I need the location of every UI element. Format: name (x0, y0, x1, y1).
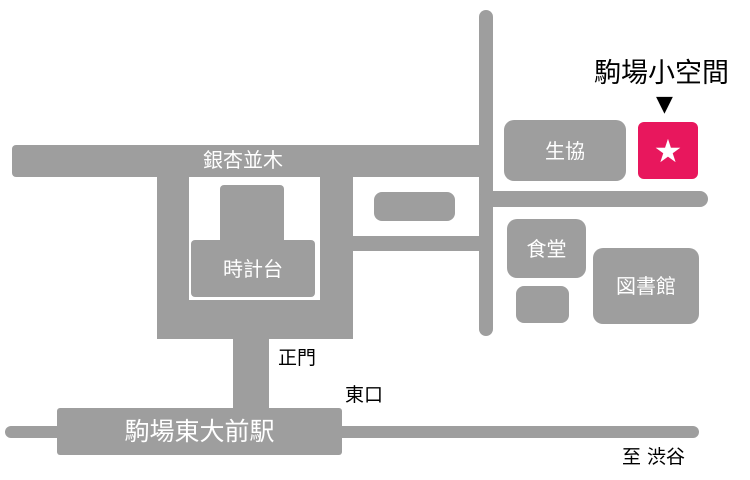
cafeteria-label: 食堂 (526, 236, 567, 261)
station-label: 駒場東大前駅 (124, 417, 275, 446)
campus-inner-road (320, 175, 353, 339)
library-building: 図書館 (593, 248, 699, 324)
annex-building (516, 286, 569, 323)
ginkgo-avenue-road (12, 145, 490, 177)
main-gate-label: 正門 (278, 347, 317, 369)
library-label: 図書館 (616, 274, 676, 298)
star-icon: ★ (653, 131, 683, 170)
destination-marker[interactable]: ★ (638, 122, 698, 179)
komaba-todaimae-station: 駒場東大前駅 (57, 408, 342, 455)
east-connector-road (350, 236, 486, 251)
coop-building: 生協 (504, 120, 626, 181)
destination-label: 駒場小空間 (594, 58, 729, 89)
main-gate-road (233, 337, 269, 413)
to-shibuya-label: 至 渋谷 (622, 446, 686, 468)
east-gate-label: 東口 (345, 384, 384, 406)
clock-tower-label: 時計台 (223, 256, 283, 281)
clock-tower-building: 時計台 (191, 240, 315, 297)
cafeteria-building: 食堂 (507, 219, 586, 278)
east-road (479, 191, 708, 207)
small-building (374, 192, 455, 221)
down-arrow-icon: ▼ (656, 92, 673, 117)
coop-label: 生協 (545, 138, 585, 163)
ginkgo-avenue-label: 銀杏並木 (203, 148, 283, 172)
